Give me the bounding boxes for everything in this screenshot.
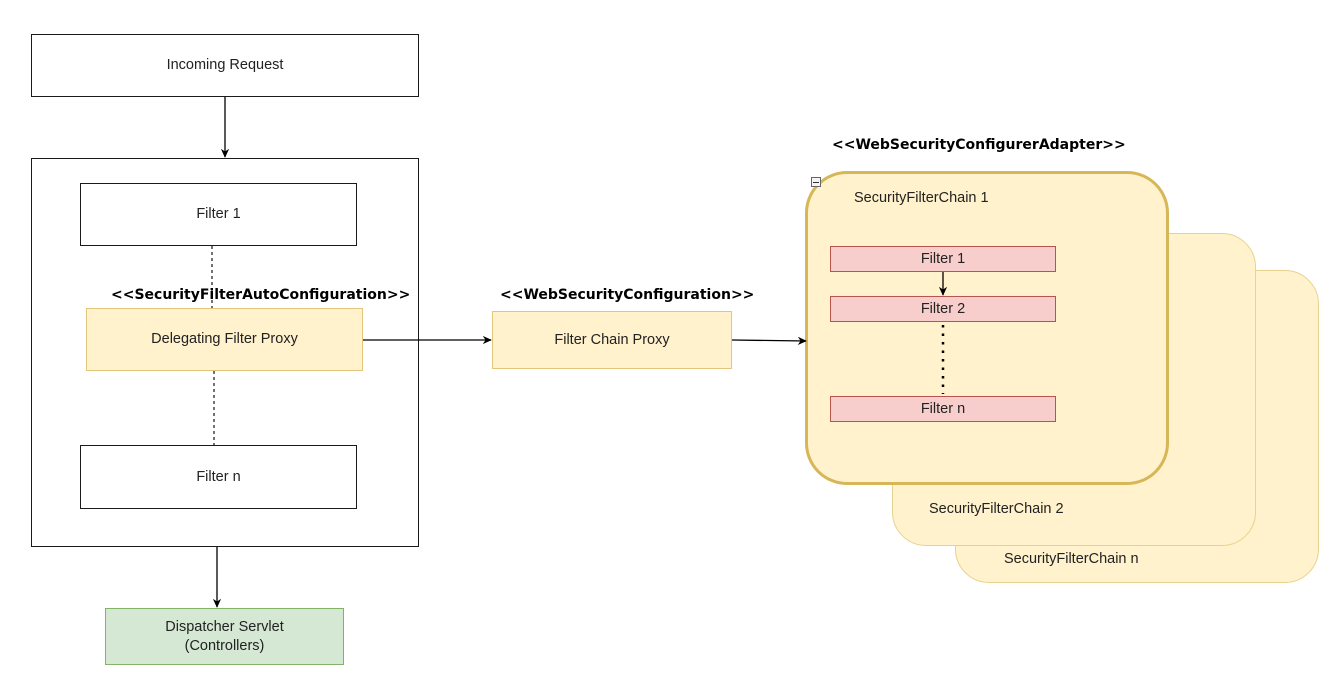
delegating-filter-proxy-box[interactable]: Delegating Filter Proxy — [86, 308, 363, 371]
delegating-filter-proxy-label: Delegating Filter Proxy — [151, 331, 298, 348]
dispatcher-servlet-sublabel: (Controllers) — [184, 637, 265, 654]
collapse-minus-icon[interactable] — [811, 177, 821, 187]
dispatcher-servlet-label: Dispatcher Servlet — [165, 619, 284, 636]
chain-filter-2-label: Filter 2 — [920, 300, 966, 317]
chain-filter-n-box[interactable]: Filter n — [830, 396, 1056, 422]
filter-chain-proxy-label: Filter Chain Proxy — [554, 331, 670, 348]
arrow-filterchain-to-securitychain — [731, 336, 807, 345]
security-filter-chain-1-label: SecurityFilterChain 1 — [854, 190, 989, 206]
chain-filter-n-label: Filter n — [920, 400, 966, 417]
servlet-filter-n-box[interactable]: Filter n — [80, 445, 357, 509]
security-filter-auto-configuration-label: <<SecurityFilterAutoConfiguration>> — [111, 287, 411, 303]
web-security-configurer-adapter-label: <<WebSecurityConfigurerAdapter>> — [832, 137, 1126, 153]
security-filter-chain-1-box[interactable]: SecurityFilterChain 1 — [805, 171, 1169, 485]
chain-filter-1-box[interactable]: Filter 1 — [830, 246, 1056, 272]
filter-chain-proxy-box[interactable]: Filter Chain Proxy — [492, 311, 732, 369]
incoming-request-box[interactable]: Incoming Request — [31, 34, 419, 97]
dispatcher-servlet-box[interactable]: Dispatcher Servlet (Controllers) — [105, 608, 344, 665]
chain-filter-1-label: Filter 1 — [920, 250, 966, 267]
chain-filter-2-box[interactable]: Filter 2 — [830, 296, 1056, 322]
servlet-filter-1-box[interactable]: Filter 1 — [80, 183, 357, 246]
web-security-configuration-label: <<WebSecurityConfiguration>> — [500, 287, 755, 303]
security-filter-chain-2-label: SecurityFilterChain 2 — [929, 501, 1064, 517]
servlet-filter-n-label: Filter n — [196, 468, 241, 485]
security-filter-chain-n-label: SecurityFilterChain n — [1004, 551, 1139, 567]
incoming-request-label: Incoming Request — [166, 57, 284, 74]
servlet-filter-1-label: Filter 1 — [196, 206, 241, 223]
